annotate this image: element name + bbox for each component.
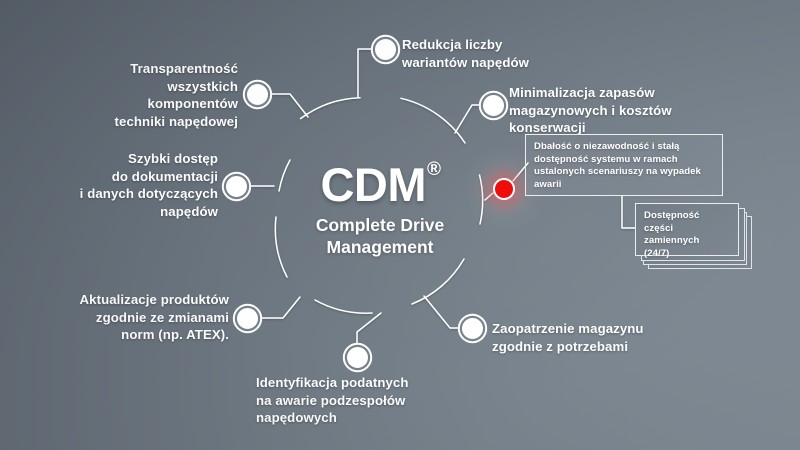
node-reduction-dot[interactable] xyxy=(375,38,396,60)
brand-subtitle-line1: Complete Drive xyxy=(315,215,445,235)
label-minimization: Minimalizacja zapasów magazynowych i kos… xyxy=(509,85,672,135)
node-supply-dot[interactable] xyxy=(462,317,483,339)
label-supply: Zaopatrzenie magazynu zgodnie z potrzeba… xyxy=(492,321,644,354)
brand-subtitle-line2: Management xyxy=(326,237,434,257)
connector-reliability-in xyxy=(484,192,494,201)
connector-updates xyxy=(257,296,301,319)
connector-supply xyxy=(423,295,464,329)
node-minimization-dot[interactable] xyxy=(483,94,504,116)
connector-identification xyxy=(356,312,382,349)
ring-arc-5 xyxy=(314,299,373,314)
ring-arc-1 xyxy=(299,96,361,120)
connector-box1-box2 xyxy=(621,195,638,229)
brand-acronym: CDM® xyxy=(320,158,441,211)
ring-arc-7 xyxy=(278,159,291,192)
label-updates: Aktualizacje produktów zgodnie ze zmiana… xyxy=(79,292,229,342)
callout-box-reliability: Dbałość o niezawodność i stałą dostępnoś… xyxy=(525,134,723,196)
node-reliability-dot[interactable] xyxy=(493,178,515,200)
ring-arc-2 xyxy=(400,97,466,144)
node-updates-dot[interactable] xyxy=(237,307,258,329)
connector-minimization xyxy=(454,104,485,134)
label-access: Szybki dostęp do dokumentacji i danych d… xyxy=(79,151,218,219)
node-identification-dot[interactable] xyxy=(346,347,368,368)
connector-transparency xyxy=(267,93,309,118)
label-identification: Identyfikacja podatnych na awarie podzes… xyxy=(256,375,409,425)
center-brand: CDM® Complete Drive Management xyxy=(280,160,480,258)
registered-trademark-icon: ® xyxy=(427,159,441,181)
ring-arc-3 xyxy=(478,174,484,225)
label-transparency: Transparentność wszystkich komponentów t… xyxy=(114,61,238,129)
node-transparency-dot[interactable] xyxy=(247,83,268,105)
callout-box-spare-parts: Dostępność części zamiennych (24/7) xyxy=(635,203,739,259)
connector-reduction xyxy=(357,48,379,98)
ring-arc-4 xyxy=(411,258,465,305)
label-reduction: Redukcja liczby wariantów napędów xyxy=(402,37,529,70)
brand-acronym-text: CDM xyxy=(320,158,427,211)
ring-arc-6 xyxy=(274,216,288,278)
node-access-dot[interactable] xyxy=(226,175,247,197)
